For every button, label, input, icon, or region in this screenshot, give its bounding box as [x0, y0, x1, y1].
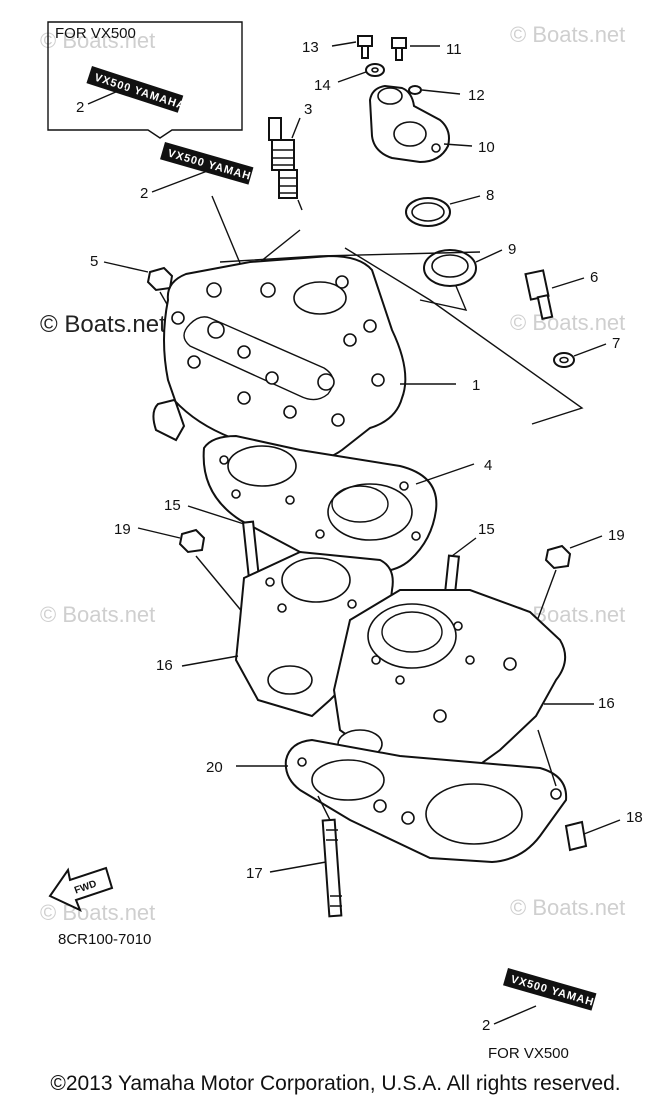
decal-bottom: VX500 YAMAHA: [503, 968, 604, 1011]
callout-20: 20: [206, 759, 223, 776]
callout-3: 3: [304, 101, 312, 118]
dowel-part-18: [564, 819, 621, 852]
nut-part-19-left: [137, 527, 245, 615]
watermark: © Boats.net: [510, 310, 625, 335]
decal-inset: VX500 YAMAHA: [86, 66, 187, 113]
callouts: 1 2 2 2 3 4 5 6 7 8 9 10 11 12 13 14 15 …: [76, 39, 643, 1034]
callout-16: 16: [156, 657, 173, 674]
callout-18: 18: [626, 809, 643, 826]
watermark: © Boats.net: [40, 602, 155, 627]
callout-12: 12: [468, 87, 485, 104]
callout-14: 14: [314, 77, 331, 94]
watermark: © Boats.net: [40, 900, 155, 925]
watermark: © Boats.net: [40, 28, 155, 53]
callout-2: 2: [140, 185, 148, 202]
watermark: © Boats.net: [510, 895, 625, 920]
bolt-part-11: [391, 37, 440, 61]
stud-part-17: [269, 795, 343, 918]
callout-4: 4: [484, 457, 492, 474]
watermark: © Boats.net: [510, 22, 625, 47]
callout-6: 6: [590, 269, 598, 286]
callout-2: 2: [76, 99, 84, 116]
bottom-caption: FOR VX500: [488, 1045, 569, 1062]
inset-caption: FOR VX500: [55, 25, 136, 42]
stud-bolt-part-15-left: [187, 505, 260, 580]
head-gasket-part-4: [202, 434, 475, 573]
cylinder-head-part-1: [152, 254, 456, 462]
thermostat-cover-part-10: [368, 84, 473, 164]
callout-19: 19: [608, 527, 625, 544]
watermark: © Boats.net: [40, 311, 166, 338]
spark-plug-part-3: [249, 117, 303, 271]
base-gasket-part-20: [236, 729, 568, 864]
bolt-part-13: [331, 35, 373, 59]
callout-5: 5: [90, 253, 98, 270]
nut-part-19-right: [529, 535, 603, 641]
svg-text:VX500 YAMAHA: VX500 YAMAHA: [93, 72, 187, 113]
callout-15: 15: [164, 497, 181, 514]
callout-10: 10: [478, 139, 495, 156]
watermarks: © Boats.net © Boats.net © Boats.net © Bo…: [40, 22, 625, 925]
washer-part-14: [337, 63, 385, 83]
decal-part-2: VX500 YAMAHA: [160, 142, 261, 185]
callout-1: 1: [472, 377, 480, 394]
washer-part-12: [408, 85, 461, 95]
sensor-part-6: [524, 269, 585, 320]
callout-9: 9: [508, 241, 516, 258]
reference-code: 8CR100-7010: [58, 931, 151, 948]
washer-part-7: [553, 343, 607, 368]
callout-8: 8: [486, 187, 494, 204]
callout-19: 19: [114, 521, 131, 538]
callout-13: 13: [302, 39, 319, 56]
o-ring-part-8: [405, 195, 481, 227]
fwd-arrow-icon: FWD: [48, 866, 114, 912]
callout-11: 11: [446, 41, 462, 58]
callout-16: 16: [598, 695, 615, 712]
thermostat-part-9: [419, 249, 503, 311]
callout-17: 17: [246, 865, 263, 882]
copyright-notice: ©2013 Yamaha Motor Corporation, U.S.A. A…: [50, 1072, 621, 1095]
callout-7: 7: [612, 335, 620, 352]
callout-2: 2: [482, 1017, 490, 1034]
callout-15: 15: [478, 521, 495, 538]
